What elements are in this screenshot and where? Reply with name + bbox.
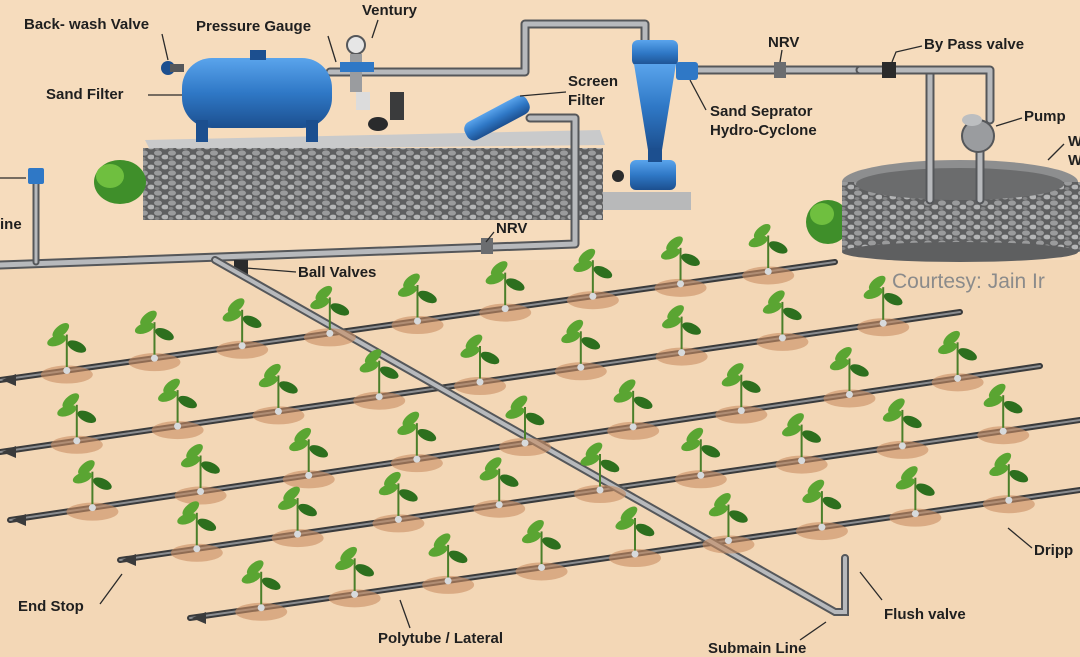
dripper: [294, 530, 302, 538]
dripper: [724, 537, 732, 545]
screen-filter-label: Screen Filter: [568, 73, 619, 109]
end-stop: [192, 612, 206, 624]
dripper: [444, 577, 452, 585]
dripper: [764, 267, 772, 275]
dripper: [274, 407, 282, 415]
well-partial-label: W W: [1068, 133, 1080, 169]
backwash-valve-label: Back- wash Valve: [24, 16, 150, 33]
dripper: [677, 280, 685, 288]
dripper-partial-label: Dripp: [1034, 542, 1074, 559]
end-stop: [12, 514, 26, 526]
dripper: [375, 393, 383, 401]
dripper: [73, 437, 81, 445]
dripper: [898, 442, 906, 450]
dripper: [88, 504, 96, 512]
dripper: [197, 488, 205, 496]
ball-valves-label: Ball Valves: [298, 264, 377, 281]
dripper: [305, 471, 313, 479]
dripper: [150, 354, 158, 362]
screen-filter: [464, 95, 530, 141]
dripper: [818, 523, 826, 531]
dripper: [778, 334, 786, 342]
well: [842, 160, 1080, 262]
submain-line-label: Submain Line: [708, 640, 807, 657]
dripper: [631, 550, 639, 558]
polytube-lateral-label: Polytube / Lateral: [378, 630, 504, 647]
air-release-valve: [28, 168, 44, 184]
dripper: [538, 563, 546, 571]
dripper: [697, 471, 705, 479]
sand-filter: [161, 50, 332, 142]
courtesy-text: Courtesy: Jain Ir: [892, 270, 1045, 293]
dripper: [326, 329, 334, 337]
dripper: [193, 545, 201, 553]
dripper: [174, 422, 182, 430]
mainline-partial-label: ine: [0, 216, 22, 233]
dripper: [596, 486, 604, 494]
end-stop: [2, 374, 16, 386]
end-stop-label: End Stop: [18, 598, 84, 615]
bypass-valve-label: By Pass valve: [924, 36, 1025, 53]
dripper: [999, 427, 1007, 435]
plants: [40, 223, 1035, 621]
dripper: [879, 319, 887, 327]
dripper: [501, 305, 509, 313]
dripper: [394, 515, 402, 523]
sand-filter-label: Sand Filter: [46, 86, 124, 103]
ventury-assembly: [340, 35, 404, 131]
dripper: [413, 455, 421, 463]
dripper: [629, 423, 637, 431]
dripper: [63, 367, 71, 375]
nrv-top-label: NRV: [768, 34, 800, 51]
pipe-network: [0, 19, 995, 270]
dripper: [845, 390, 853, 398]
dripper: [737, 407, 745, 415]
dripper: [495, 501, 503, 509]
end-stop: [2, 446, 16, 458]
dripper: [678, 349, 686, 357]
sand-separator-label: Sand Seprator Hydro-Cyclone: [710, 103, 817, 139]
end-stop: [122, 554, 136, 566]
stone-platform: [143, 130, 691, 220]
dripper: [238, 342, 246, 350]
dripper: [521, 439, 529, 447]
flush-valve-label: Flush valve: [884, 606, 966, 623]
pump-label: Pump: [1024, 108, 1066, 125]
dripper: [589, 292, 597, 300]
dripper: [414, 317, 421, 325]
pump: [961, 114, 995, 153]
dripper: [911, 510, 919, 518]
dripper: [351, 590, 359, 598]
bush: [94, 160, 850, 244]
dripper: [257, 604, 265, 612]
ventury-label: Ventury: [362, 2, 418, 19]
dripper: [1005, 496, 1013, 504]
dripper: [577, 363, 585, 371]
dripper: [798, 457, 806, 465]
nrv-mid-label: NRV: [496, 220, 528, 237]
pressure-gauge-label: Pressure Gauge: [196, 18, 312, 35]
dripper: [954, 374, 962, 382]
dripper: [476, 378, 484, 386]
hydro-cyclone: [612, 40, 698, 190]
